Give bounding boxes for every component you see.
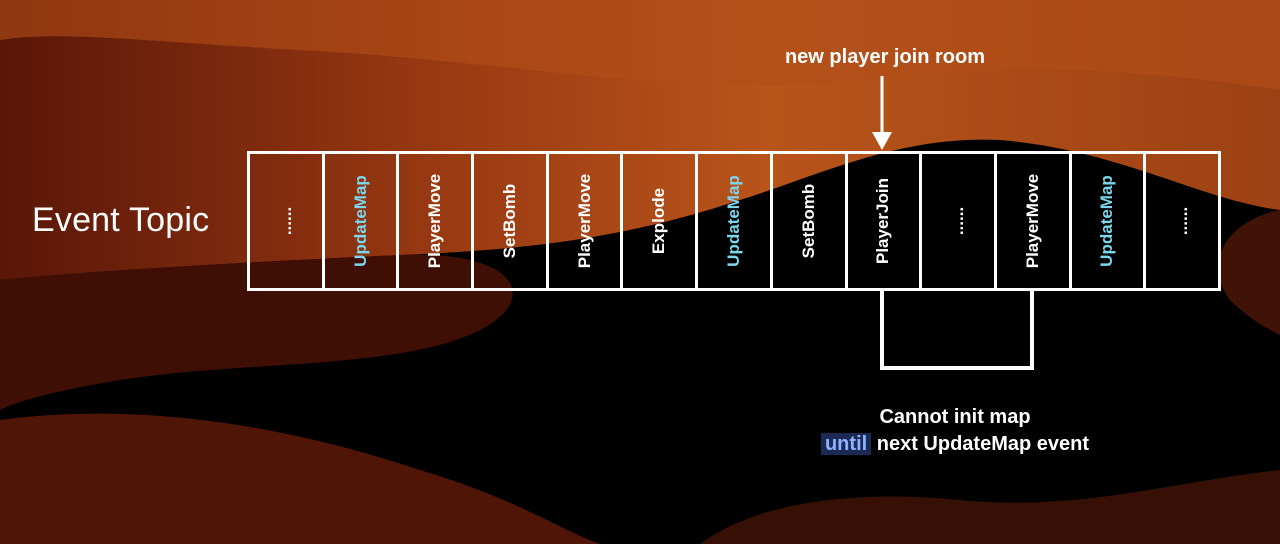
event-cell-label: UpdateMap: [723, 175, 743, 267]
event-cell: Explode: [623, 154, 699, 288]
new-player-annotation: new player join room: [784, 46, 986, 68]
event-cell-label: ......: [275, 206, 295, 236]
event-cell-label: PlayerMove: [425, 173, 445, 269]
event-cell-label: ......: [948, 206, 968, 236]
event-topic-label: Event Topic: [32, 201, 210, 239]
event-cell-label: PlayerMove: [574, 173, 594, 269]
event-cell: SetBomb: [474, 154, 549, 288]
gap-bracket: [880, 290, 1034, 370]
event-cell-label: SetBomb: [499, 183, 519, 259]
note-line-2: until next UpdateMap event: [780, 431, 1130, 458]
event-cell: ......: [922, 154, 997, 288]
event-cell: PlayerMove: [399, 154, 475, 288]
event-cell: PlayerMove: [997, 154, 1072, 288]
event-cell-label: PlayerMove: [1022, 173, 1042, 269]
event-cell: UpdateMap: [1072, 154, 1147, 288]
note-text: Cannot init map until next UpdateMap eve…: [780, 404, 1130, 458]
event-cell-label: Explode: [649, 187, 669, 255]
event-cell: PlayerMove: [549, 154, 624, 288]
event-topic-queue: ...... UpdateMap PlayerMove SetBomb PlayerMo…: [247, 151, 1221, 291]
event-cell-label: PlayerJoin: [873, 178, 893, 264]
event-cell: PlayerJoin: [848, 154, 923, 288]
event-cell: UpdateMap: [325, 154, 400, 288]
event-cell-label: ......: [1172, 206, 1192, 236]
event-cell-label: UpdateMap: [1097, 175, 1117, 267]
note-highlight-word: until: [820, 433, 872, 455]
event-cell-label: SetBomb: [798, 183, 818, 259]
event-cell: SetBomb: [773, 154, 848, 288]
event-cell: ......: [1146, 154, 1218, 288]
event-cell: ......: [250, 154, 325, 288]
event-cell-label: UpdateMap: [350, 175, 370, 267]
event-cell: UpdateMap: [698, 154, 773, 288]
note-line-2-rest: next UpdateMap event: [876, 433, 1090, 455]
down-arrow-icon: [872, 76, 892, 150]
note-line-1: Cannot init map: [879, 406, 1031, 428]
